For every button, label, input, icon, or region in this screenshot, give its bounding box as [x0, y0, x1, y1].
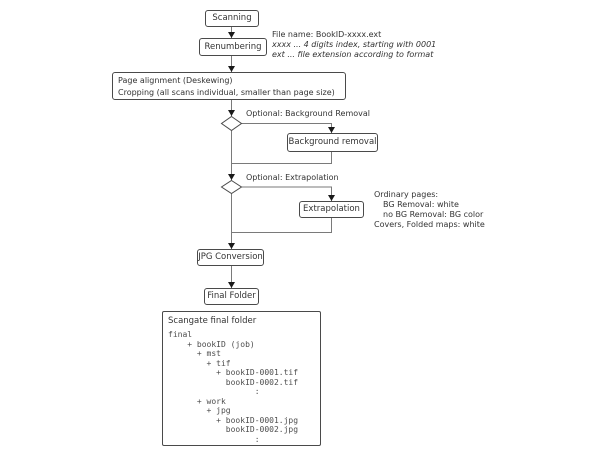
page-alignment-line1: Page alignment (Deskewing)	[118, 76, 233, 85]
decision-label-extrapolation: Optional: Extrapolation	[246, 173, 339, 182]
node-renumbering: Renumbering	[199, 38, 267, 56]
arrowhead-into-decision1	[228, 110, 235, 116]
node-jpg-conversion: JPG Conversion	[197, 249, 264, 266]
node-background-removal: Background removal	[287, 133, 378, 152]
node-final-folder: Final Folder	[204, 288, 259, 305]
page-colors-line1: Ordinary pages:	[374, 190, 439, 199]
file-name-annotation-line1: File name: BookID-xxxx.ext	[272, 30, 382, 39]
return-line-from-background-removal	[231, 152, 332, 164]
page-colors-line4: Covers, Folded maps: white	[374, 220, 485, 229]
page-colors-annotation: Ordinary pages: BG Removal: white no BG …	[374, 190, 485, 230]
arrowhead-into-final-folder	[228, 282, 235, 288]
page-colors-line2: BG Removal: white	[383, 200, 459, 209]
decision-background-removal-diamond	[220, 115, 243, 132]
return-line-from-extrapolation	[231, 218, 332, 233]
folder-tree-listing: final + bookID (job) + mst + tif + bookI…	[168, 330, 299, 444]
node-extrapolation: Extrapolation	[299, 201, 364, 218]
decision-label-background-removal: Optional: Background Removal	[246, 109, 370, 118]
file-name-annotation: File name: BookID-xxxx.ext xxxx ... 4 di…	[272, 30, 436, 60]
page-colors-line3: no BG Removal: BG color	[383, 210, 484, 219]
arrowhead-into-alignment	[228, 66, 235, 72]
arrowhead-into-extrapolation	[328, 195, 335, 201]
file-name-annotation-line2: xxxx ... 4 digits index, starting with 0…	[272, 40, 437, 49]
file-name-annotation-line3: ext ... file extension according to form…	[272, 50, 434, 59]
arrowhead-into-background-removal	[328, 127, 335, 133]
page-alignment-line2: Cropping (all scans individual, smaller …	[118, 88, 335, 97]
branch-line-to-background-removal	[241, 123, 332, 133]
decision-extrapolation-diamond	[220, 179, 243, 195]
arrowhead-into-renumbering	[228, 32, 235, 38]
branch-line-to-extrapolation	[241, 186, 332, 201]
node-page-alignment: Page alignment (Deskewing) Cropping (all…	[112, 72, 346, 100]
arrowhead-into-decision2	[228, 174, 235, 180]
scangate-final-folder-box: Scangate final folder final + bookID (jo…	[162, 311, 321, 446]
node-scanning: Scanning	[205, 10, 259, 27]
arrowhead-into-jpg-conversion	[228, 243, 235, 249]
scangate-box-title: Scangate final folder	[168, 316, 257, 326]
